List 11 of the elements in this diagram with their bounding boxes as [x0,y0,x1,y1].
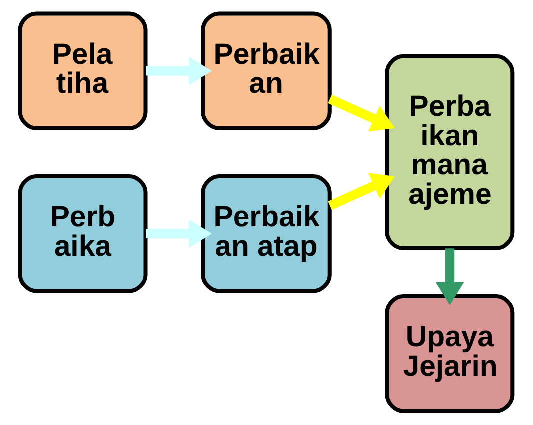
node-box: Perb aika [18,174,148,294]
node-box: Perbaik an [201,12,332,130]
node-box: Upaya Jejarin [385,294,515,414]
node-box: Perba ikan mana ajeme [385,54,515,251]
arrow [328,94,396,132]
node-box: Pela tiha [18,12,148,130]
arrow [328,173,396,210]
arrow [146,57,212,86]
node-box: Perbaik an atap [201,174,332,294]
arrow [436,248,464,306]
arrow [146,220,212,248]
